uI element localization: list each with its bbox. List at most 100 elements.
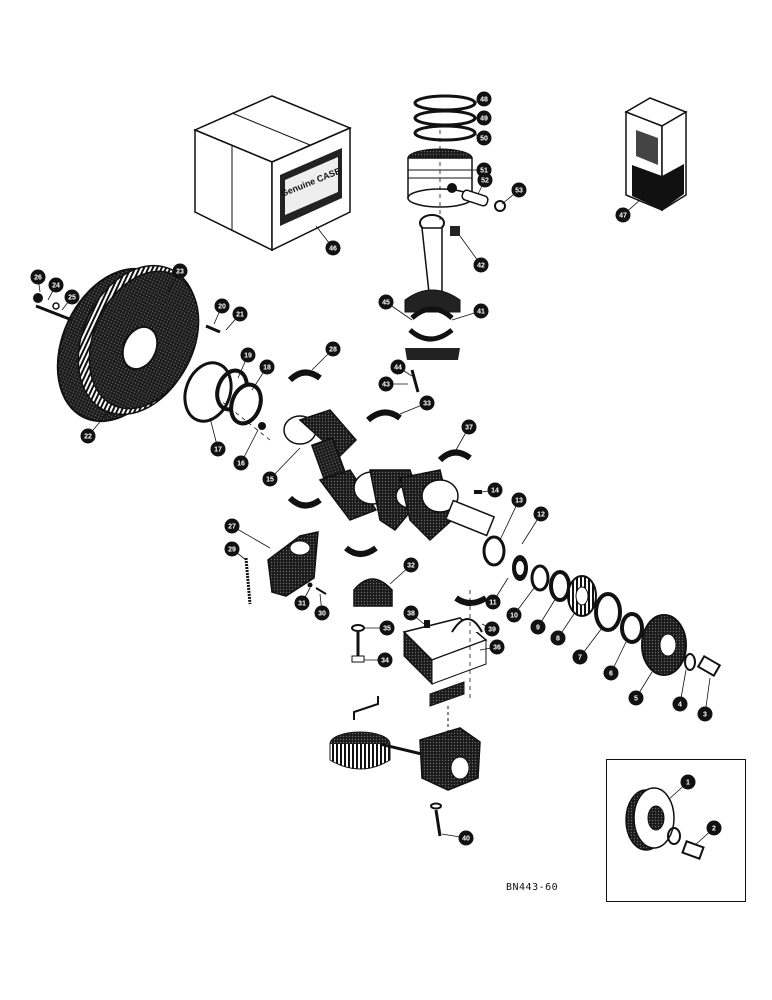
front-pulley-inset-frame xyxy=(606,759,746,902)
callout-8: 8 xyxy=(550,630,566,646)
callout-label: 7 xyxy=(578,655,582,662)
callout-label: 33 xyxy=(423,401,431,408)
callout-42: 42 xyxy=(473,257,489,273)
callout-label: 3 xyxy=(703,712,707,719)
callout-15: 15 xyxy=(262,471,278,487)
callout-circle xyxy=(259,359,275,375)
callout-circle xyxy=(262,471,278,487)
callout-circle xyxy=(64,289,80,305)
callout-43: 43 xyxy=(378,376,394,392)
callout-2: 2 xyxy=(706,820,722,836)
callout-circle xyxy=(224,518,240,534)
timing-gear-stack xyxy=(530,564,722,678)
callout-circle xyxy=(489,639,505,655)
callout-circle xyxy=(473,303,489,319)
callout-circle xyxy=(403,605,419,621)
callout-39: 39 xyxy=(484,621,500,637)
callout-label: 31 xyxy=(298,601,306,608)
callout-label: 35 xyxy=(383,626,391,633)
callout-label: 52 xyxy=(481,178,489,185)
front-main-cap xyxy=(402,617,488,686)
callout-circle xyxy=(210,441,226,457)
callout-5: 5 xyxy=(628,690,644,706)
callout-28: 28 xyxy=(325,341,341,357)
callout-36: 36 xyxy=(489,639,505,655)
callout-label: 45 xyxy=(382,300,390,307)
callout-circle xyxy=(294,595,310,611)
callout-label: 12 xyxy=(537,512,545,519)
callout-21: 21 xyxy=(232,306,248,322)
callout-circle xyxy=(314,605,330,621)
callout-label: 15 xyxy=(266,477,274,484)
callout-22: 22 xyxy=(80,428,96,444)
callout-1: 1 xyxy=(680,774,696,790)
callout-circle xyxy=(419,395,435,411)
inset-pulley xyxy=(625,787,705,860)
callout-circle xyxy=(530,619,546,635)
callout-31: 31 xyxy=(294,595,310,611)
callout-circle xyxy=(476,130,492,146)
gasket-kit-box: Genuine CASE xyxy=(193,95,352,252)
callout-49: 49 xyxy=(476,110,492,126)
callout-circle xyxy=(403,557,419,573)
drawing-id: BN443-60 xyxy=(506,882,559,893)
callout-30: 30 xyxy=(314,605,330,621)
callout-circle xyxy=(461,419,477,435)
callout-label: 18 xyxy=(263,365,271,372)
callout-circle xyxy=(172,263,188,279)
callout-label: 4 xyxy=(678,702,682,709)
callout-label: 17 xyxy=(214,447,222,454)
callout-label: 41 xyxy=(477,309,485,316)
assembly-centerlines xyxy=(219,130,471,700)
callout-label: 9 xyxy=(536,625,540,632)
callout-circle xyxy=(603,665,619,681)
callout-label: 43 xyxy=(382,382,390,389)
callout-label: 39 xyxy=(488,627,496,634)
callout-label: 22 xyxy=(84,434,92,441)
callout-circle xyxy=(378,294,394,310)
callout-13: 13 xyxy=(511,492,527,508)
callout-label: 20 xyxy=(218,304,226,311)
callout-label: 16 xyxy=(237,461,245,468)
callout-34: 34 xyxy=(377,652,393,668)
callout-circle xyxy=(232,306,248,322)
callout-label: 37 xyxy=(465,425,473,432)
callout-label: 46 xyxy=(329,246,337,253)
callout-label: 28 xyxy=(329,347,337,354)
callout-circle xyxy=(484,621,500,637)
callout-9: 9 xyxy=(530,619,546,635)
callout-label: 44 xyxy=(394,365,402,372)
callout-6: 6 xyxy=(603,665,619,681)
oil-pump-assembly xyxy=(329,681,481,837)
callout-label: 11 xyxy=(489,600,497,607)
part-callouts: 1234567891011121314151617181920212223242… xyxy=(30,91,722,846)
callout-37: 37 xyxy=(461,419,477,435)
flywheel-bolts xyxy=(33,293,73,322)
callout-circle xyxy=(378,376,394,392)
callout-label: 6 xyxy=(609,671,613,678)
callout-label: 36 xyxy=(493,645,501,652)
callout-52: 52 xyxy=(477,172,493,188)
callout-19: 19 xyxy=(240,347,256,363)
callout-label: 8 xyxy=(556,636,560,643)
callout-label: 24 xyxy=(52,283,60,290)
callout-circle xyxy=(477,172,493,188)
callout-38: 38 xyxy=(403,605,419,621)
callout-circle xyxy=(511,492,527,508)
callout-circle xyxy=(30,269,46,285)
callout-18: 18 xyxy=(259,359,275,375)
callout-circle xyxy=(325,341,341,357)
rod-bolt xyxy=(410,369,420,393)
center-main-cap xyxy=(351,578,393,663)
callout-circle xyxy=(550,630,566,646)
callout-circle xyxy=(672,696,688,712)
callout-27: 27 xyxy=(224,518,240,534)
callout-circle xyxy=(628,690,644,706)
callout-label: 42 xyxy=(477,263,485,270)
callout-circle xyxy=(80,428,96,444)
callout-circle xyxy=(572,649,588,665)
woodruff-key xyxy=(474,490,482,494)
callout-53: 53 xyxy=(511,182,527,198)
callout-circle xyxy=(506,607,522,623)
